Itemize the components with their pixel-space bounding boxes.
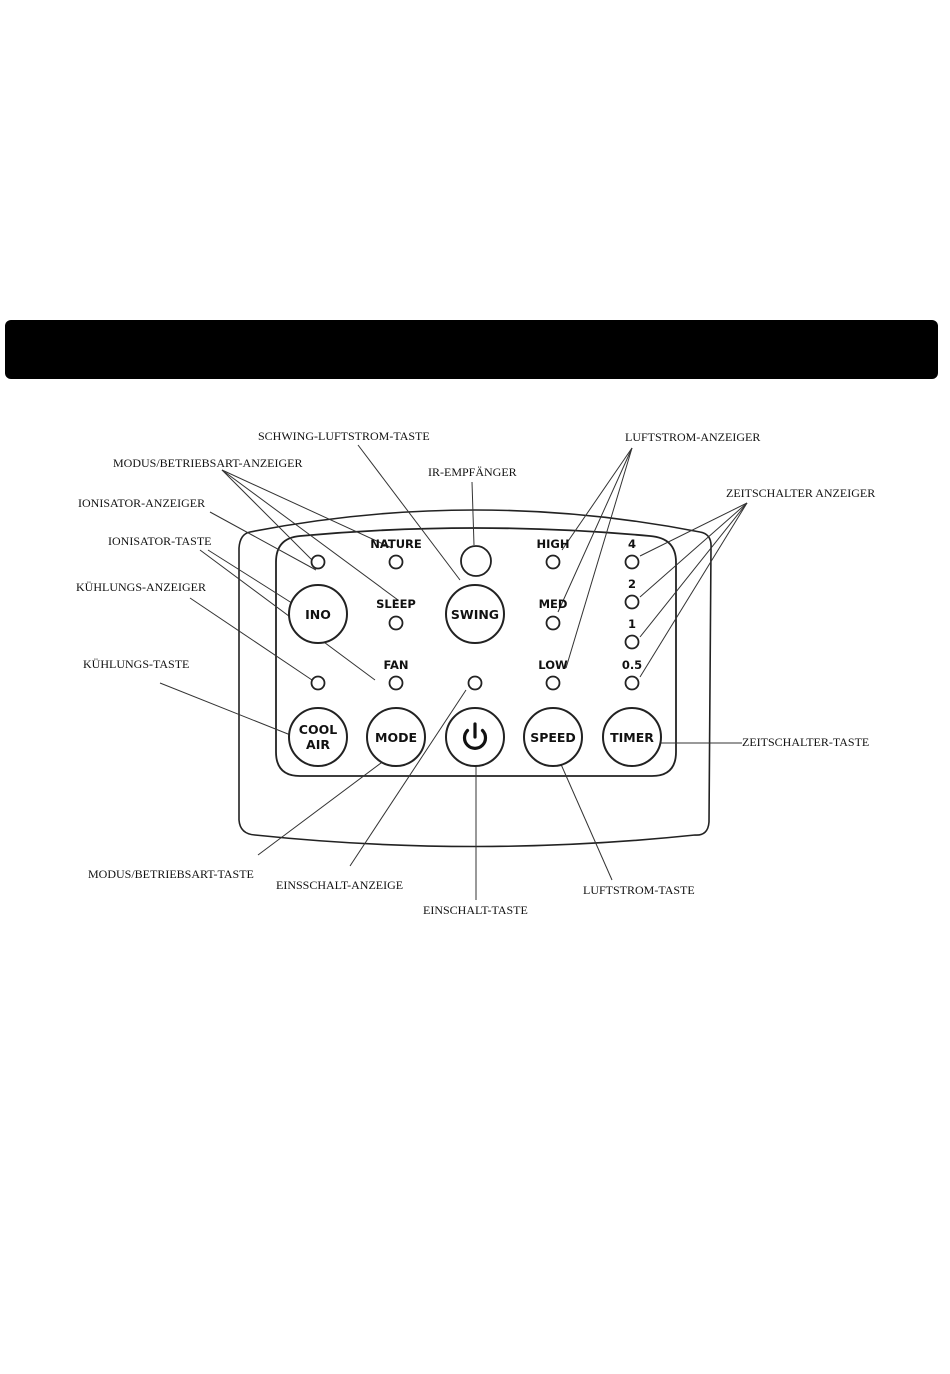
swing-button[interactable]: SWING bbox=[445, 584, 505, 644]
cooling-indicator bbox=[310, 675, 326, 691]
label-low: LOW bbox=[538, 658, 568, 672]
timer-2-indicator bbox=[624, 594, 640, 610]
callout-luftstrom-taste: LUFTSTROM-TASTE bbox=[583, 883, 695, 897]
power-icon bbox=[462, 722, 488, 750]
callout-modus-betriebsart-anzeiger: MODUS/BETRIEBSART-ANZEIGER bbox=[113, 456, 303, 470]
callout-ionisator-anzeiger: IONISATOR-ANZEIGER bbox=[78, 496, 205, 510]
callout-modus-betriebsart-taste: MODUS/BETRIEBSART-TASTE bbox=[88, 867, 254, 881]
high-indicator bbox=[545, 554, 561, 570]
timer-4-indicator bbox=[624, 554, 640, 570]
cool-air-button[interactable]: COOL AIR bbox=[288, 707, 348, 767]
cool-air-button-label-line2: AIR bbox=[306, 737, 330, 752]
speed-button-label: SPEED bbox=[530, 730, 576, 745]
power-indicator bbox=[467, 675, 483, 691]
timer-1-indicator bbox=[624, 634, 640, 650]
panel-face bbox=[275, 527, 677, 777]
power-button[interactable] bbox=[445, 707, 505, 767]
label-timer-4: 4 bbox=[628, 537, 636, 551]
speed-button[interactable]: SPEED bbox=[523, 707, 583, 767]
header-bar bbox=[5, 320, 938, 379]
leader-lines bbox=[159, 444, 748, 900]
callout-zeitschalter-anzeiger: ZEITSCHALTER ANZEIGER bbox=[726, 486, 875, 500]
med-indicator bbox=[545, 615, 561, 631]
sleep-indicator bbox=[388, 615, 404, 631]
ino-button[interactable]: INO bbox=[288, 584, 348, 644]
ino-button-label: INO bbox=[305, 607, 331, 622]
fan-indicator bbox=[388, 675, 404, 691]
label-high: HIGH bbox=[537, 537, 570, 551]
cool-air-button-label-line1: COOL bbox=[299, 722, 337, 737]
mode-button-label: MODE bbox=[375, 730, 417, 745]
swing-button-label: SWING bbox=[451, 607, 499, 622]
callout-ir-empfaenger: IR-EMPFÄNGER bbox=[428, 465, 517, 479]
mode-button[interactable]: MODE bbox=[366, 707, 426, 767]
label-timer-2: 2 bbox=[628, 577, 636, 591]
callout-kuehlungs-taste: KÜHLUNGS-TASTE bbox=[83, 657, 189, 671]
nature-indicator bbox=[388, 554, 404, 570]
ir-receiver bbox=[460, 545, 492, 577]
callout-einschalt-taste: EINSCHALT-TASTE bbox=[423, 903, 528, 917]
low-indicator bbox=[545, 675, 561, 691]
callout-schwing-luftstrom-taste: SCHWING-LUFTSTROM-TASTE bbox=[258, 429, 430, 443]
label-fan: FAN bbox=[383, 658, 408, 672]
label-sleep: SLEEP bbox=[376, 597, 416, 611]
timer-button-label: TIMER bbox=[610, 730, 654, 745]
label-nature: NATURE bbox=[370, 537, 422, 551]
callout-ionisator-taste: IONISATOR-TASTE bbox=[108, 534, 211, 548]
label-timer-0-5: 0.5 bbox=[622, 658, 642, 672]
label-med: MED bbox=[539, 597, 568, 611]
callout-zeitschalter-taste: ZEITSCHALTER-TASTE bbox=[742, 735, 869, 749]
label-timer-1: 1 bbox=[628, 617, 636, 631]
callout-einsschalt-anzeige: EINSSCHALT-ANZEIGE bbox=[276, 878, 403, 892]
callout-kuehlungs-anzeiger: KÜHLUNGS-ANZEIGER bbox=[76, 580, 206, 594]
timer-0-5-indicator bbox=[624, 675, 640, 691]
ionizer-indicator bbox=[310, 554, 326, 570]
timer-button[interactable]: TIMER bbox=[602, 707, 662, 767]
callout-luftstrom-anzeiger: LUFTSTROM-ANZEIGER bbox=[625, 430, 760, 444]
